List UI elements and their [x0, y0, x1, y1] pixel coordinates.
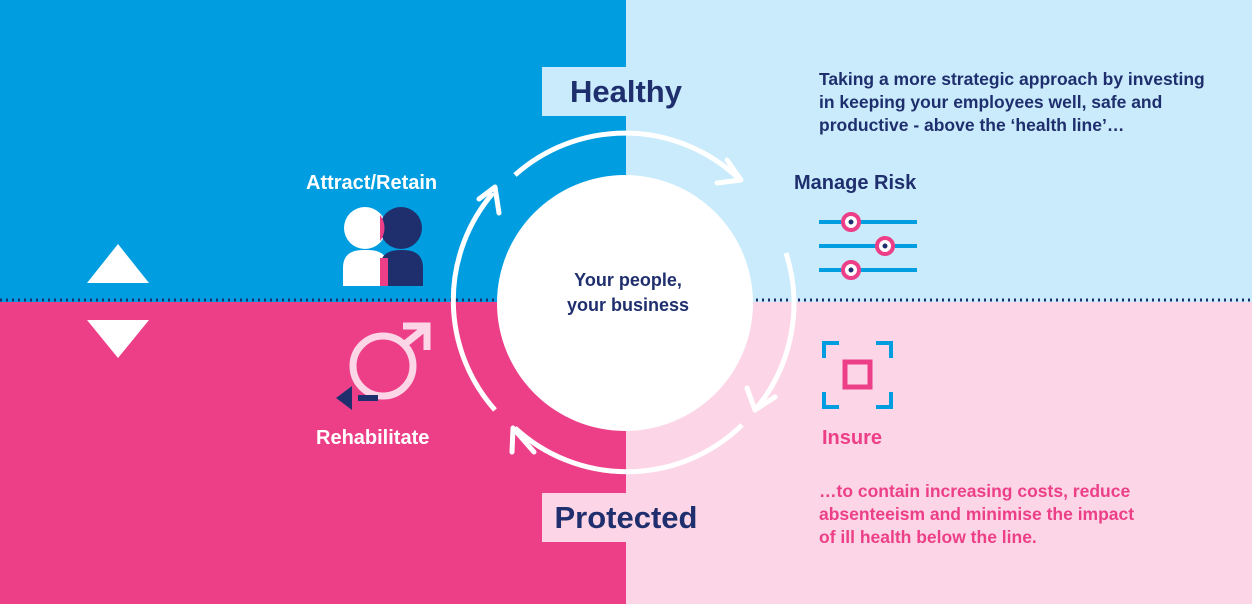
people-pair-icon [343, 207, 423, 286]
protected-label: Protected [542, 493, 710, 542]
below-line-description: …to contain increasing costs, reduce abs… [819, 480, 1239, 549]
sliders-icon [819, 212, 917, 280]
center-text-line-1: Your people, [574, 270, 682, 290]
above-line-description-line: productive - above the ‘health line’… [819, 115, 1125, 135]
healthy-label: Healthy [542, 67, 710, 116]
below-line-description-line: absenteeism and minimise the impact [819, 504, 1135, 524]
cycle-ring [450, 130, 797, 475]
focus-square-icon [822, 341, 893, 409]
rehabilitate-label: Rehabilitate [316, 427, 430, 449]
down-arrow-icon [87, 320, 149, 358]
manage-risk-label: Manage Risk [794, 172, 917, 194]
above-line-description: Taking a more strategic approach by inve… [819, 68, 1239, 137]
center-text-line-2: your business [566, 295, 690, 315]
above-line-description-line: in keeping your employees well, safe and [819, 92, 1163, 112]
cycle-arrows-icon [336, 322, 431, 410]
up-arrow-icon [87, 244, 149, 283]
insure-label: Insure [822, 427, 883, 449]
below-line-description-line: of ill health below the line. [819, 527, 1037, 547]
above-line-description-line: Taking a more strategic approach by inve… [819, 69, 1205, 89]
below-line-description-line: …to contain increasing costs, reduce [819, 481, 1131, 501]
center-text: Your people, your business [500, 268, 756, 318]
cycle-arrowheads [476, 157, 778, 455]
center-circle [497, 175, 753, 431]
attract-retain-label: Attract/Retain [306, 172, 438, 194]
